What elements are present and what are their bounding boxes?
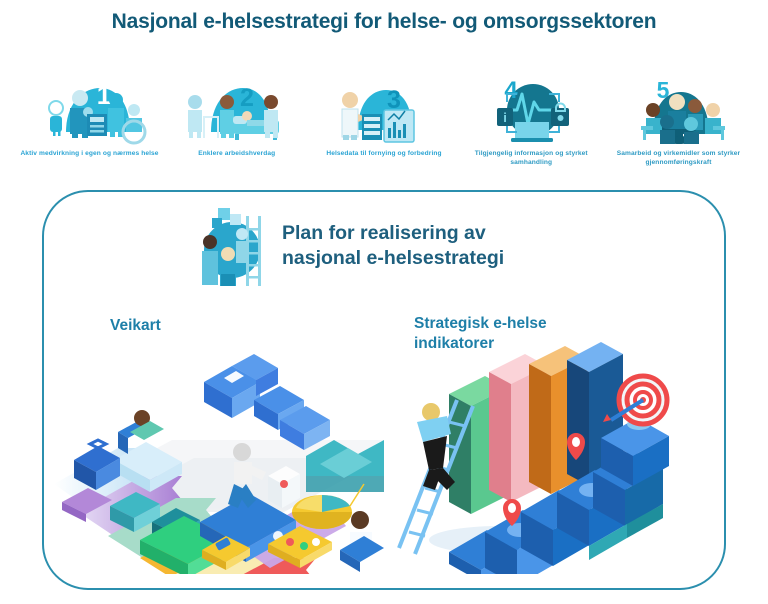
meeting-table-icon: 5: [619, 58, 739, 146]
goal-item-4: 4 i Tilgjengelig informasjon og styrket …: [460, 58, 603, 168]
goal-item-1: 1: [18, 58, 161, 159]
section-label-veikart: Veikart: [110, 317, 161, 334]
people-ladder-icon: [196, 206, 268, 286]
plan-panel: Plan for realisering av nasjonal e-helse…: [42, 190, 726, 590]
goal-item-5: 5: [607, 58, 750, 168]
plan-heading: Plan for realisering av nasjonal e-helse…: [282, 221, 505, 269]
isometric-roadmap-illustration: [54, 344, 384, 574]
svg-text:3: 3: [387, 86, 401, 114]
svg-text:2: 2: [240, 84, 254, 112]
svg-text:1: 1: [96, 80, 110, 110]
goal-label-4: Tilgjengelig informasjon og styrket samh…: [474, 150, 588, 166]
svg-text:i: i: [503, 110, 507, 125]
goal-label-1: Aktiv medvirkning i egen og nærmes helse: [20, 150, 159, 157]
goal-item-2: 2: [165, 58, 308, 159]
goal-label-2: Enklere arbeidshverdag: [198, 150, 276, 157]
goal-label-3: Helsedata til fornying og forbedring: [326, 150, 442, 157]
goal-strip: 1: [0, 58, 768, 178]
svg-text:5: 5: [656, 77, 669, 103]
family-care-group-icon: 1: [30, 58, 150, 146]
plan-header: Plan for realisering av nasjonal e-helse…: [196, 206, 504, 286]
bedside-care-icon: 2: [177, 58, 297, 146]
section-label-indikatorer: Strategisk e-helse indikatorer: [414, 315, 547, 352]
doctor-data-panel-icon: 3: [324, 58, 444, 146]
page-title: Nasjonal e-helsestrategi for helse- og o…: [111, 10, 657, 33]
secure-information-icon: 4 i: [471, 58, 591, 146]
isometric-bar-chart-stairs-target-illustration: [389, 342, 689, 574]
goal-label-5: Samarbeid og virkemidler som styrker gje…: [616, 150, 741, 166]
goal-item-3: 3 Helsedata t: [313, 58, 456, 159]
